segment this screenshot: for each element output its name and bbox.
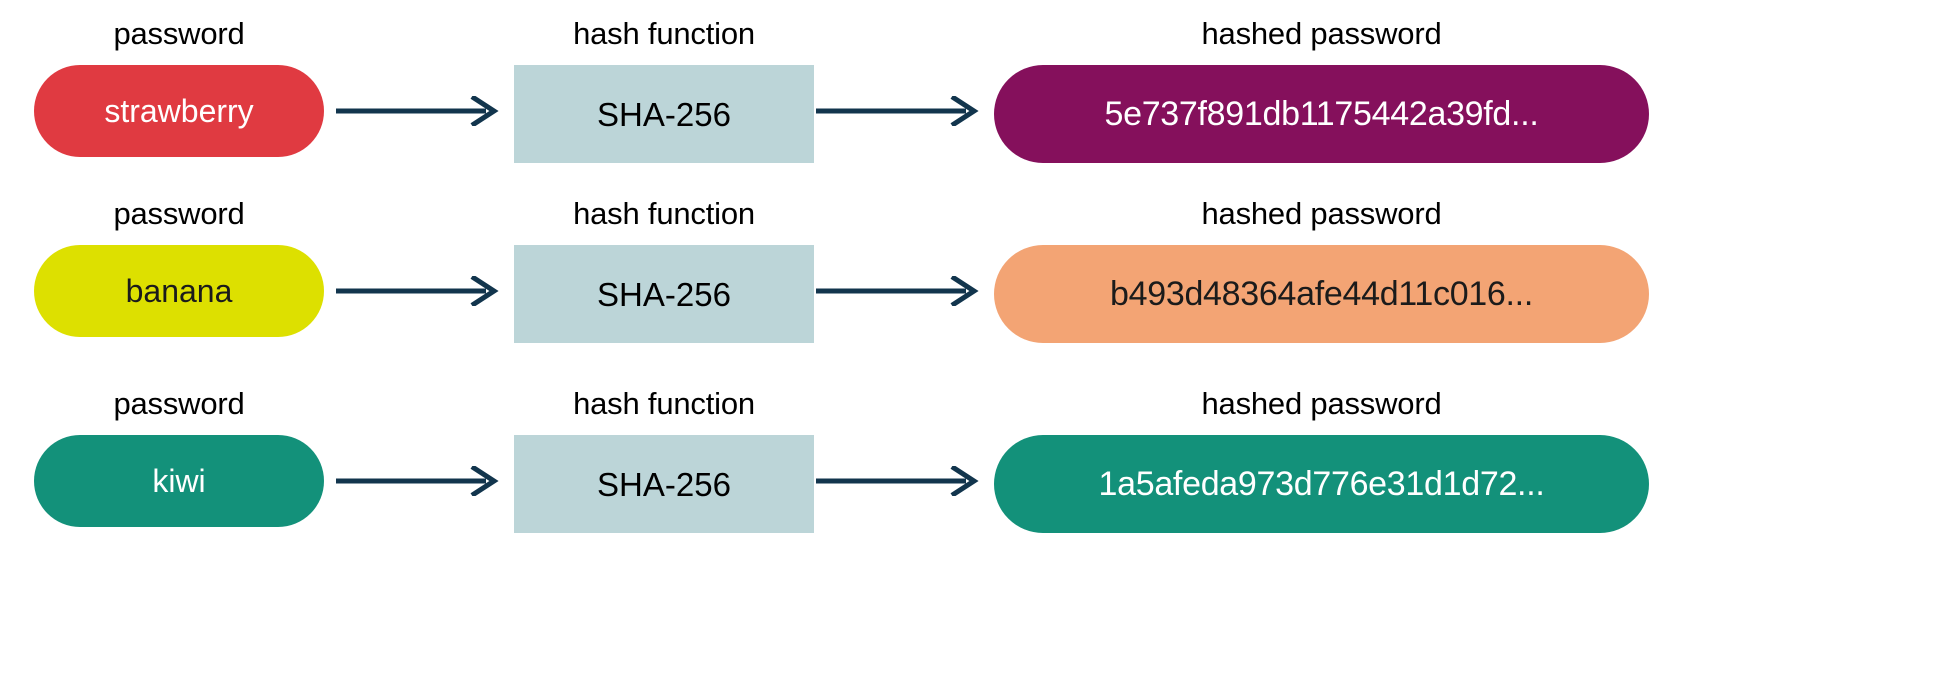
hash-function-column: hash function SHA-256 [514, 388, 814, 533]
hashed-password-pill[interactable]: 1a5afeda973d776e31d1d72... [994, 435, 1649, 533]
password-pill[interactable]: kiwi [34, 435, 324, 527]
password-caption: password [113, 386, 245, 421]
flow-row: password banana hash function SHA-256 ha… [0, 198, 1940, 378]
arrow-password-to-hash [334, 65, 514, 157]
password-column: password strawberry [24, 18, 334, 157]
password-pill[interactable]: banana [34, 245, 324, 337]
hashed-password-column: hashed password 5e737f891db1175442a39fd.… [994, 18, 1649, 163]
arrow-password-to-hash [334, 435, 514, 527]
hashed-password-caption: hashed password [1201, 16, 1442, 51]
hash-function-box[interactable]: SHA-256 [514, 245, 814, 343]
hashed-password-pill[interactable]: b493d48364afe44d11c016... [994, 245, 1649, 343]
hash-function-caption: hash function [573, 16, 755, 51]
arrow-hash-to-hashed [814, 435, 994, 527]
password-caption: password [113, 196, 245, 231]
hash-function-box[interactable]: SHA-256 [514, 65, 814, 163]
flow-row: password strawberry hash function SHA-25… [0, 18, 1940, 198]
arrow-password-to-hash [334, 245, 514, 337]
hash-function-caption: hash function [573, 386, 755, 421]
arrow-hash-to-hashed [814, 65, 994, 157]
hashed-password-pill[interactable]: 5e737f891db1175442a39fd... [994, 65, 1649, 163]
hashed-password-caption: hashed password [1201, 386, 1442, 421]
hash-function-column: hash function SHA-256 [514, 198, 814, 343]
hash-function-box[interactable]: SHA-256 [514, 435, 814, 533]
arrow-hash-to-hashed [814, 245, 994, 337]
password-column: password kiwi [24, 388, 334, 527]
flow-row: password kiwi hash function SHA-256 hash… [0, 388, 1940, 568]
password-caption: password [113, 16, 245, 51]
hashed-password-caption: hashed password [1201, 196, 1442, 231]
password-column: password banana [24, 198, 334, 337]
hash-function-column: hash function SHA-256 [514, 18, 814, 163]
password-pill[interactable]: strawberry [34, 65, 324, 157]
hashed-password-column: hashed password b493d48364afe44d11c016..… [994, 198, 1649, 343]
hashed-password-column: hashed password 1a5afeda973d776e31d1d72.… [994, 388, 1649, 533]
hash-function-caption: hash function [573, 196, 755, 231]
